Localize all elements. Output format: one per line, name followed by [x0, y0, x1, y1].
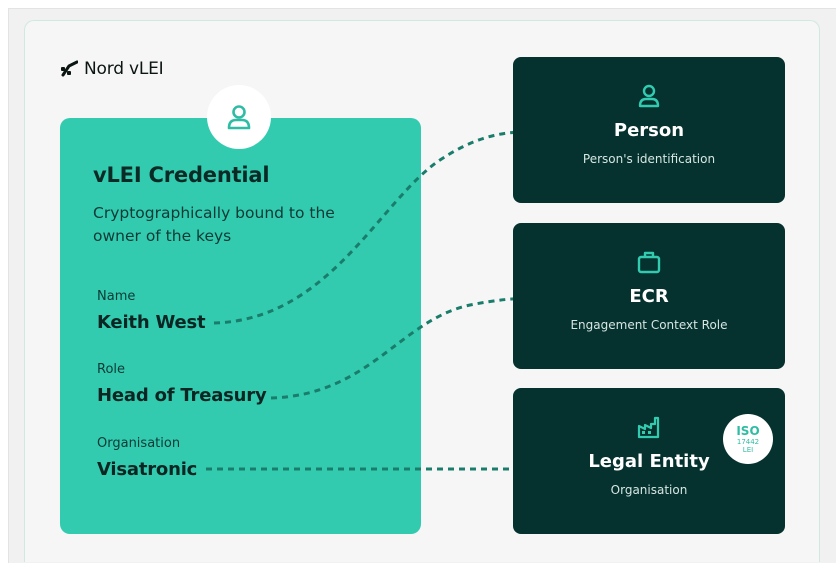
- factory-icon: [637, 416, 660, 439]
- credential-title: vLEI Credential: [93, 163, 270, 187]
- card-title-legal-entity: Legal Entity: [588, 451, 710, 472]
- vlei-credential-card: vLEI Credential Cryptographically bound …: [60, 118, 421, 534]
- field-value-role: Head of Treasury: [97, 385, 267, 406]
- iso-badge-line1: ISO: [736, 423, 760, 438]
- field-value-name: Keith West: [97, 312, 206, 333]
- user-icon: [227, 105, 251, 130]
- card-subtitle-person: Person's identification: [582, 152, 716, 166]
- person-icon: [638, 84, 660, 108]
- card-subtitle-ecr: Engagement Context Role: [570, 318, 728, 332]
- card-subtitle-legal-entity: Organisation: [610, 483, 688, 497]
- card-ecr: ECR Engagement Context Role: [513, 223, 785, 369]
- brand-name: Nord vLEI: [84, 59, 164, 79]
- field-label-role: Role: [97, 362, 126, 377]
- field-value-organisation: Visatronic: [97, 459, 198, 480]
- iso-badge-line2: 17442: [736, 437, 760, 446]
- iso-badge-line3: LEI: [742, 445, 754, 454]
- connector-role-to-ecr: [270, 296, 538, 400]
- briefcase-icon: [637, 251, 661, 274]
- avatar: [207, 85, 271, 149]
- connector-name-to-person: [213, 130, 521, 325]
- card-person: Person Person's identification: [513, 57, 785, 203]
- card-title-ecr: ECR: [629, 286, 669, 307]
- card-title-person: Person: [613, 120, 685, 141]
- nord-logo-icon: [61, 60, 78, 77]
- field-label-organisation: Organisation: [97, 436, 181, 451]
- iso-lei-badge: ISO 17442 LEI: [723, 414, 773, 464]
- brand-logo: Nord vLEI: [60, 58, 164, 80]
- card-legal-entity: Legal Entity Organisation ISO 17442 LEI: [513, 388, 785, 534]
- credential-subtitle: Cryptographically bound to the owner of …: [93, 204, 335, 245]
- field-label-name: Name: [97, 289, 136, 304]
